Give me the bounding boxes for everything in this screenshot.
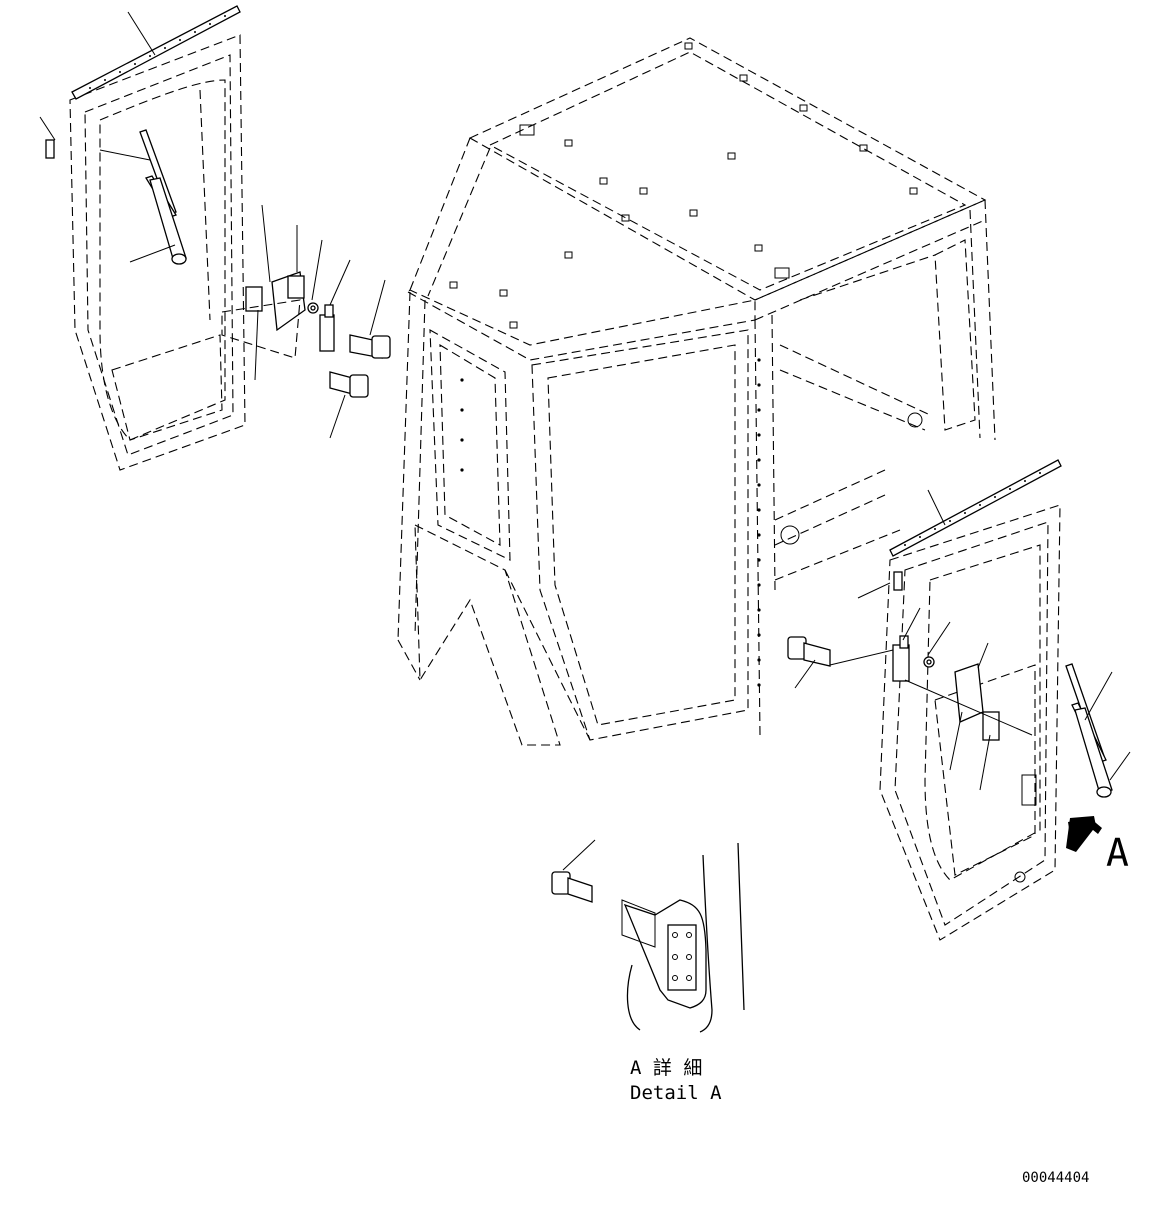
left-leader-lines <box>39 11 386 439</box>
left-wiper-motor-assembly <box>221 271 335 359</box>
left-wiper-arm <box>149 177 187 265</box>
detail-a-japanese-label: A 詳 細 <box>630 1057 702 1079</box>
right-leader-lines <box>794 489 1131 791</box>
left-bolt-upper <box>349 334 391 359</box>
right-door <box>879 504 1061 941</box>
left-bolt-lower <box>329 371 369 398</box>
right-wiper-arm <box>1074 707 1113 798</box>
left-top-seal-strip <box>71 5 241 100</box>
detail-a-english-label: Detail A <box>630 1082 722 1104</box>
detail-a-bolt <box>551 839 596 903</box>
right-bolt <box>787 636 894 667</box>
right-wiper-motor-assembly <box>892 635 1033 741</box>
view-arrow-a <box>1066 816 1102 852</box>
left-door <box>69 34 246 471</box>
right-top-seal-strip <box>889 459 1062 557</box>
drawing-number: 00044404 <box>1022 1170 1089 1186</box>
left-clip <box>45 139 55 159</box>
right-clip <box>893 571 903 591</box>
view-arrow-letter: A <box>1106 831 1129 875</box>
cab-frame <box>397 37 996 746</box>
detail-a-view <box>621 842 745 1033</box>
